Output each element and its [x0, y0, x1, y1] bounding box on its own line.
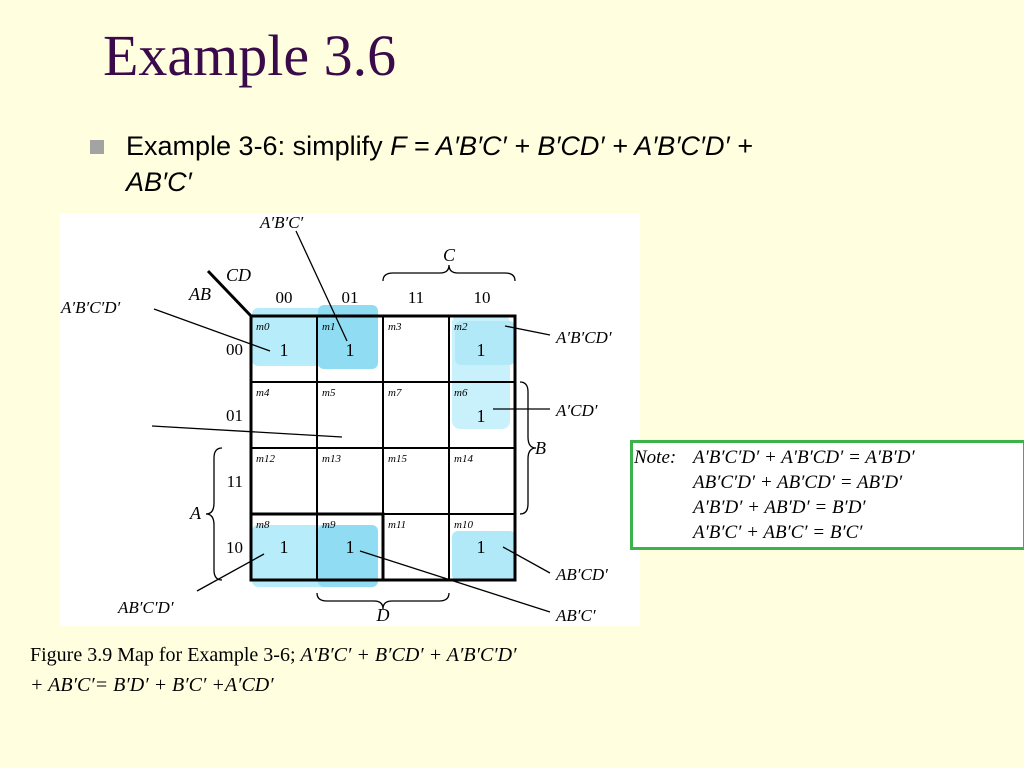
- note-line-4: A′B′C′ + AB′C′ = B′C′: [693, 522, 863, 543]
- karnaugh-map-figure: CD AB 00 01 11 10 00 01 11 10 C B A D m0…: [60, 213, 640, 626]
- minterm-m2: m2: [454, 321, 468, 333]
- d-brace-label: D: [376, 605, 390, 625]
- a-brace: [205, 447, 223, 581]
- minterm-m14: m14: [454, 453, 473, 465]
- note-line-3: A′B′D′ + AB′D′ = B′D′: [693, 497, 866, 518]
- callout-left-bottom: AB′C′D′: [117, 598, 174, 617]
- note-line-1: A′B′C′D′ + A′B′CD′ = A′B′D′: [693, 447, 915, 468]
- group-m2-inner: [455, 321, 515, 365]
- minterm-m8: m8: [256, 519, 270, 531]
- b-brace-label: B: [535, 438, 546, 458]
- cell-value-m2: 1: [477, 340, 486, 360]
- c-brace: [382, 264, 516, 282]
- caption-prefix: Figure 3.9 Map for Example 3-6;: [30, 644, 301, 666]
- row-header-10: 10: [226, 538, 243, 557]
- col-variable-label: CD: [226, 265, 251, 285]
- row-header-00: 00: [226, 340, 243, 359]
- col-header-10: 10: [474, 288, 491, 307]
- group-m10: [452, 531, 516, 581]
- minterm-m4: m4: [256, 387, 270, 399]
- map-grid: [249, 314, 517, 582]
- minterm-m3: m3: [388, 321, 402, 333]
- callout-lines: [151, 230, 551, 613]
- callout-right-bottom1: AB′CD′: [555, 565, 608, 584]
- minterm-m7: m7: [388, 387, 402, 399]
- minterm-m1: m1: [322, 321, 335, 333]
- minterm-m6: m6: [454, 387, 468, 399]
- col-header-11: 11: [408, 288, 424, 307]
- minterm-m15: m15: [388, 453, 407, 465]
- cell-value-m8: 1: [280, 537, 289, 557]
- bullet-square-icon: [90, 140, 104, 154]
- caption-expression-2: + AB′C′= B′D′ + B′C′ +A′CD′: [30, 674, 274, 696]
- row-header-01: 01: [226, 406, 243, 425]
- d-brace: [316, 592, 450, 610]
- minterm-m13: m13: [322, 453, 341, 465]
- caption-expression-1: A′B′C′ + B′CD′ + A′B′C′D′: [300, 644, 517, 666]
- minterm-m5: m5: [322, 387, 336, 399]
- cell-value-m10: 1: [477, 537, 486, 557]
- row-variable-label: AB: [188, 284, 211, 304]
- minterm-m12: m12: [256, 453, 275, 465]
- cell-values: 1 1 1 1 1 1 1: [280, 340, 486, 557]
- c-brace-label: C: [443, 245, 456, 265]
- note-line-2: AB′C′D′ + AB′CD′ = AB′D′: [693, 472, 903, 493]
- minterm-m10: m10: [454, 519, 473, 531]
- cell-value-m0: 1: [280, 340, 289, 360]
- cell-value-m9: 1: [346, 537, 355, 557]
- b-brace: [519, 381, 537, 515]
- callout-right-bottom2: AB′C′: [555, 606, 596, 625]
- a-brace-label: A: [189, 503, 202, 523]
- bullet-expression-line2: AB′C′: [126, 167, 192, 197]
- slide-title: Example 3.6: [103, 23, 397, 88]
- row-header-11: 11: [227, 472, 243, 491]
- group-highlights: [252, 305, 516, 587]
- bullet-text: Example 3-6: simplify F = A′B′C′ + B′CD′…: [126, 128, 966, 200]
- cell-value-m6: 1: [477, 406, 486, 426]
- bullet-expression-line1: F = A′B′C′ + B′CD′ + A′B′C′D′ +: [390, 131, 753, 161]
- minterm-m0: m0: [256, 321, 270, 333]
- callout-right-mid: A′CD′: [555, 401, 598, 420]
- karnaugh-map-svg: CD AB 00 01 11 10 00 01 11 10 C B A D m0…: [60, 213, 612, 625]
- note-label: Note:: [634, 447, 677, 468]
- minterm-m9: m9: [322, 519, 336, 531]
- note-box: Note: A′B′C′D′ + A′B′CD′ = A′B′D′ AB′C′D…: [630, 440, 1024, 550]
- minterm-labels: m0 m1 m3 m2 m4 m5 m7 m6 m12 m13 m15 m14 …: [256, 321, 473, 531]
- cell-value-m1: 1: [346, 340, 355, 360]
- bullet-lead: Example 3-6: simplify: [126, 131, 391, 161]
- group-m9-overlap: [318, 525, 378, 587]
- col-header-00: 00: [276, 288, 293, 307]
- header-diagonal: [206, 269, 253, 318]
- callout-top: A′B′C′: [259, 213, 304, 232]
- callout-left-top: A′B′C′D′: [60, 298, 121, 317]
- group-m1-overlap: [318, 305, 378, 369]
- callout-right-top: A′B′CD′: [555, 328, 612, 347]
- callout-labels: A′B′C′ A′B′C′D′ A′B′CD′ A′CD′ AB′CD′ AB′…: [60, 213, 612, 625]
- minterm-m11: m11: [388, 519, 406, 531]
- col-header-01: 01: [342, 288, 359, 307]
- figure-caption: Figure 3.9 Map for Example 3-6; A′B′C′ +…: [30, 640, 1010, 700]
